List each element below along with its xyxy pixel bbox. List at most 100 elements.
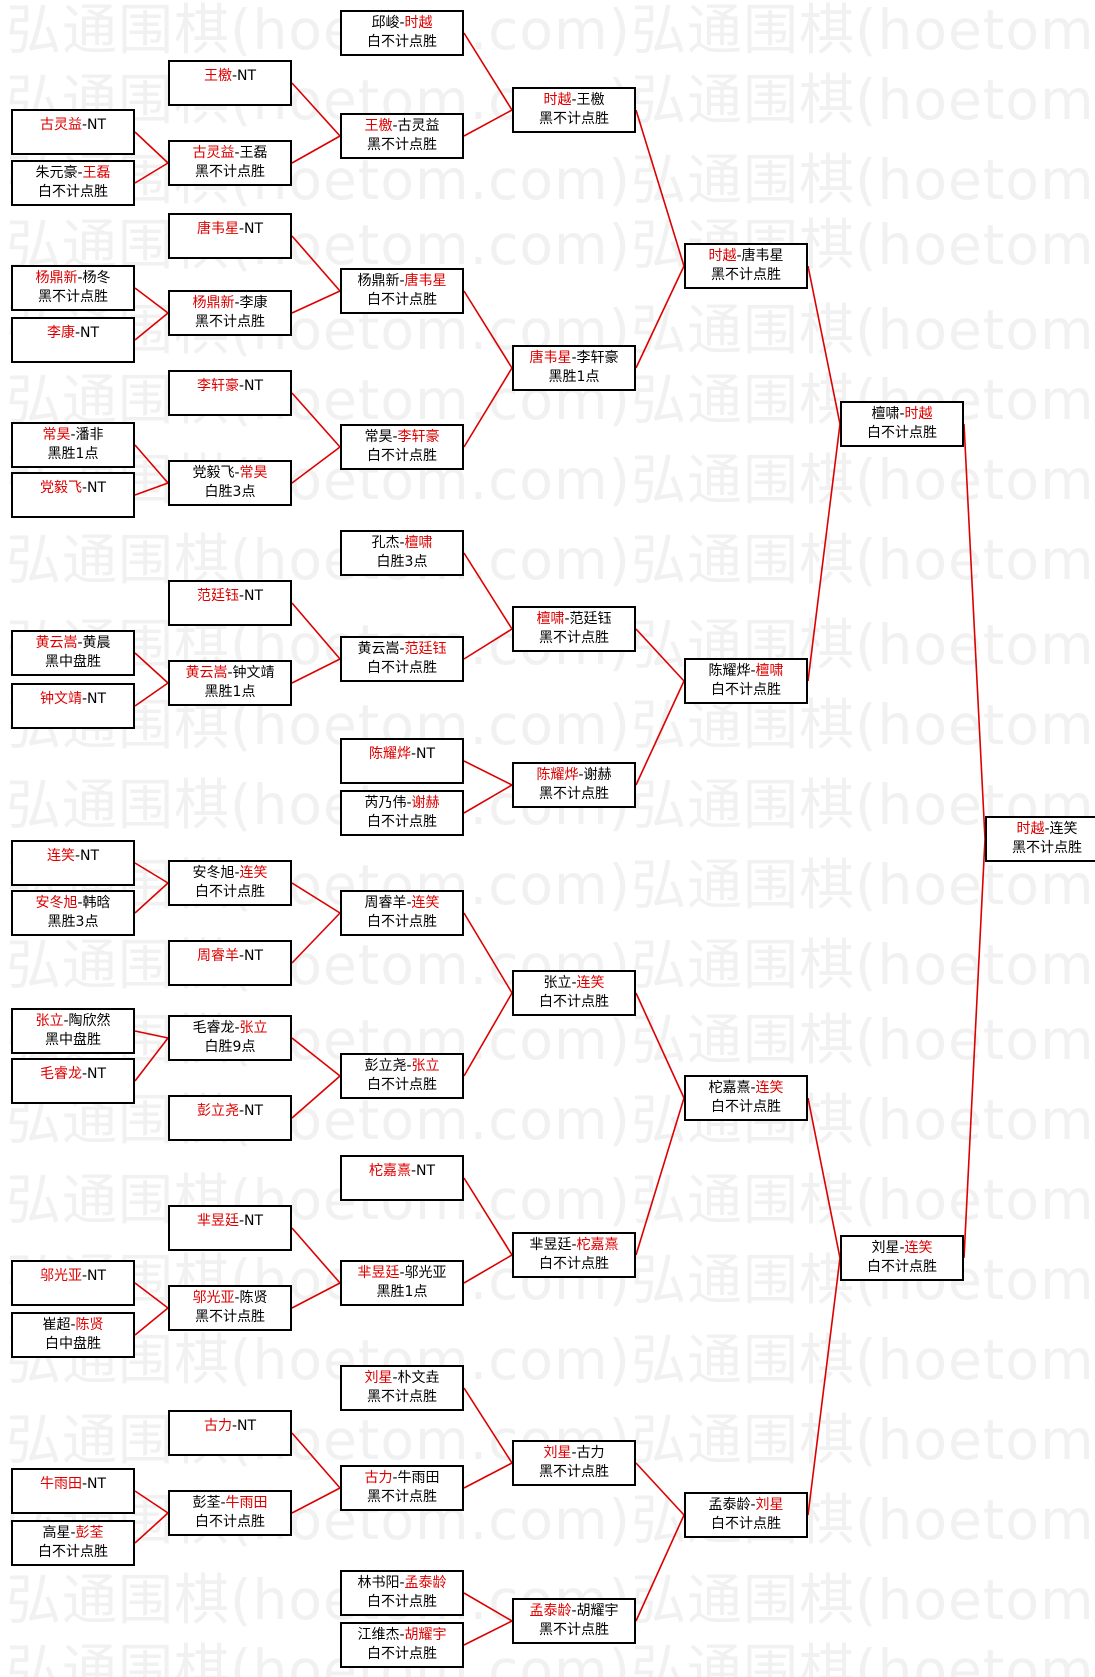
match-result: 黑不计点胜 — [539, 111, 609, 127]
player-name: 芮乃伟- — [364, 795, 412, 811]
match-result: 黑胜1点 — [376, 1284, 428, 1300]
player-name: 周睿羊- — [364, 895, 412, 911]
match-box: 周睿羊-连笑白不计点胜 — [340, 890, 464, 936]
bracket-connector — [134, 1490, 169, 1514]
bracket-connector — [635, 109, 685, 267]
match-result: 黑不计点胜 — [367, 1389, 437, 1405]
player-name: -王磊 — [234, 145, 268, 161]
bracket-connector — [291, 1432, 341, 1489]
winner-name: 王磊 — [82, 165, 111, 181]
player-name: 柁嘉熹- — [708, 1080, 756, 1096]
match-players: 安冬旭-韩晗 — [35, 894, 110, 913]
winner-name: 柁嘉熹 — [576, 1237, 619, 1253]
winner-name: 常昊 — [239, 465, 268, 481]
match-box: 邬光亚-陈贤黑不计点胜 — [168, 1285, 292, 1331]
player-name: -杨冬 — [77, 270, 111, 286]
winner-name: 陈耀烨 — [536, 767, 579, 783]
player-name: -潘非 — [70, 427, 104, 443]
bracket-connector — [134, 1282, 169, 1309]
player-name: 彭荃- — [192, 1495, 226, 1511]
player-name: -谢赫 — [578, 767, 612, 783]
bracket-connector — [134, 882, 169, 914]
match-players: 刘星-古力 — [543, 1444, 604, 1463]
winner-name: 谢赫 — [411, 795, 440, 811]
match-players: 李轩豪-NT — [197, 377, 263, 396]
match-box: 古灵益-王磊黑不计点胜 — [168, 140, 292, 186]
bracket-connector — [134, 862, 169, 884]
match-players: 彭立尧-NT — [197, 1102, 263, 1121]
match-box: 古灵益-NT — [11, 109, 135, 155]
match-box: 江维杰-胡耀宇白不计点胜 — [340, 1622, 464, 1668]
bracket-connector — [291, 82, 341, 137]
player-name: -陶欣然 — [63, 1013, 111, 1029]
match-box: 范廷钰-NT — [168, 580, 292, 626]
match-players: 邬光亚-陈贤 — [192, 1289, 267, 1308]
match-box: 毛睿龙-NT — [11, 1058, 135, 1104]
match-box: 柁嘉熹-NT — [340, 1155, 464, 1201]
match-box: 柁嘉熹-连笑白不计点胜 — [684, 1075, 808, 1121]
match-result: 黑不计点胜 — [711, 267, 781, 283]
match-result: 白不计点胜 — [711, 682, 781, 698]
match-result: 黑不计点胜 — [195, 164, 265, 180]
bracket-connector — [291, 392, 341, 448]
winner-name: 连笑 — [46, 847, 75, 864]
match-result: 黑胜1点 — [47, 446, 99, 462]
match-result: 白不计点胜 — [38, 184, 108, 200]
match-result: 黑不计点胜 — [195, 314, 265, 330]
match-box: 杨鼎新-李康黑不计点胜 — [168, 290, 292, 336]
match-players: 王檄-NT — [204, 67, 256, 86]
bracket-connector — [807, 1097, 841, 1259]
winner-name: 连笑 — [576, 975, 605, 991]
bracket-connector — [807, 265, 841, 425]
match-result: 白不计点胜 — [38, 1544, 108, 1560]
bracket-connector — [463, 32, 513, 111]
winner-name: 李轩豪 — [196, 377, 239, 394]
winner-name: 时越 — [708, 248, 737, 264]
match-players: 连笑-NT — [47, 847, 99, 866]
winner-name: 连笑 — [904, 1240, 933, 1256]
match-players: 范廷钰-NT — [197, 587, 263, 606]
bracket-connector — [291, 658, 341, 684]
player-name: -王檄 — [571, 92, 605, 108]
winner-name: 唐韦星 — [404, 273, 447, 289]
bracket-connector — [291, 1037, 341, 1077]
bracket-connector — [463, 290, 513, 369]
match-box: 李康-NT — [11, 317, 135, 363]
player-name: -胡耀宇 — [571, 1603, 619, 1619]
match-players: 古力-NT — [204, 1417, 256, 1436]
winner-name: 常昊 — [42, 427, 71, 443]
player-name: -NT — [238, 220, 264, 237]
match-result: 黑不计点胜 — [1012, 840, 1082, 856]
bracket-connector — [134, 652, 169, 684]
match-players: 黄云嵩-范廷钰 — [357, 640, 446, 659]
player-name: -NT — [74, 324, 100, 341]
match-result: 白不计点胜 — [367, 1594, 437, 1610]
player-name: -NT — [81, 1065, 107, 1082]
bracket-connector — [635, 1462, 685, 1516]
match-players: 檀啸-范廷钰 — [536, 610, 611, 629]
match-players: 檀啸-时越 — [871, 405, 932, 424]
match-box: 朱元豪-王磊白不计点胜 — [11, 160, 135, 206]
player-name: -NT — [238, 1102, 264, 1119]
match-box: 刘星-连笑白不计点胜 — [840, 1235, 964, 1281]
match-players: 孔杰-檀啸 — [371, 534, 432, 553]
player-name: 常昊- — [364, 429, 398, 445]
match-box: 党毅飞-常昊白胜3点 — [168, 460, 292, 506]
match-result: 白不计点胜 — [711, 1516, 781, 1532]
match-box: 张立-连笑白不计点胜 — [512, 970, 636, 1016]
winner-name: 安冬旭 — [35, 895, 78, 911]
match-box: 常昊-潘非黑胜1点 — [11, 422, 135, 468]
match-box: 连笑-NT — [11, 840, 135, 886]
winner-name: 黄云嵩 — [35, 635, 78, 651]
bracket-connector — [463, 1592, 513, 1622]
winner-name: 唐韦星 — [529, 350, 572, 366]
winner-name: 王檄 — [203, 67, 232, 84]
bracket-connector — [463, 1620, 513, 1646]
player-name: -唐韦星 — [736, 248, 784, 264]
match-box: 刘星-朴文垚黑不计点胜 — [340, 1365, 464, 1411]
match-players: 陈耀烨-NT — [369, 745, 435, 764]
bracket-connector — [463, 367, 513, 448]
match-box: 刘星-古力黑不计点胜 — [512, 1440, 636, 1486]
match-box: 李轩豪-NT — [168, 370, 292, 416]
